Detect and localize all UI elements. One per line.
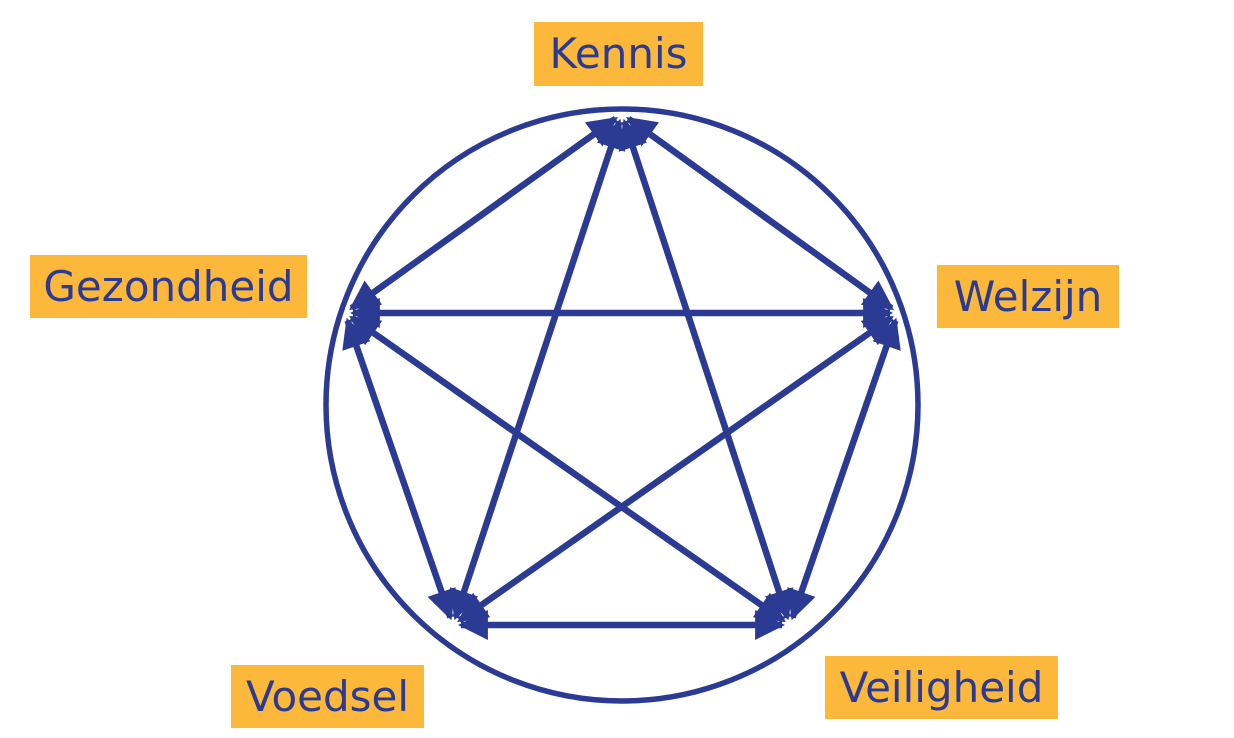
arrow-kennis-veiligheid: [618, 118, 794, 621]
arrow-gezondheid-veiligheid: [349, 314, 786, 624]
node-label-kennis: Kennis: [534, 22, 703, 86]
node-label-voedsel: Voedsel: [231, 665, 424, 728]
arrow-welzijn-voedsel: [457, 314, 894, 624]
arrow-gezondheid-voedsel: [342, 317, 456, 621]
connections: [342, 116, 901, 640]
arrow-kennis-gezondheid: [349, 116, 618, 311]
node-label-welzijn: Welzijn: [937, 265, 1119, 328]
enclosing-circle: [323, 106, 921, 704]
arrow-kennis-voedsel: [449, 118, 626, 621]
arrow-welzijn-veiligheid: [787, 317, 901, 621]
node-label-gezondheid: Gezondheid: [30, 255, 307, 318]
arrow-kennis-welzijn: [626, 116, 894, 311]
node-label-veiligheid: Veiligheid: [825, 656, 1058, 719]
